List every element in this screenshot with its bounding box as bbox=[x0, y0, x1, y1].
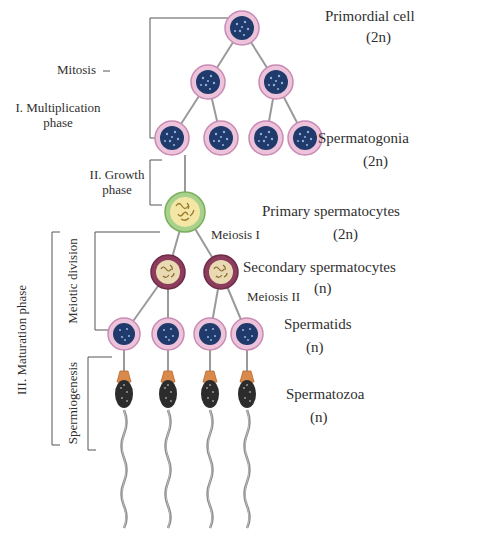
lineage-line bbox=[124, 350, 247, 372]
spermatogonium bbox=[204, 121, 238, 155]
spermatozoon bbox=[159, 371, 177, 528]
cell-name: Primary spermatocytes bbox=[262, 203, 400, 220]
mitotic-cell bbox=[191, 65, 225, 99]
phase-label: II. Growth phase bbox=[86, 168, 148, 198]
spermatozoon bbox=[115, 371, 133, 528]
spermatid bbox=[152, 318, 184, 350]
cell-name: Spermatogonia bbox=[318, 130, 409, 147]
secondary-spermatocyte bbox=[204, 255, 238, 289]
spermatozoon bbox=[201, 371, 219, 528]
cell-name: Secondary spermatocytes bbox=[243, 259, 396, 276]
secondary-spermatocyte bbox=[151, 255, 185, 289]
spermatogonium bbox=[155, 121, 189, 155]
spermatid bbox=[231, 318, 263, 350]
bracket bbox=[150, 160, 162, 205]
spermatogonium bbox=[288, 121, 322, 155]
bracket bbox=[88, 357, 112, 450]
ploidy-label: (n) bbox=[310, 409, 328, 426]
lineage-lines bbox=[124, 28, 305, 372]
bracket-tick bbox=[103, 71, 110, 72]
process-label: Mitosis bbox=[57, 63, 96, 78]
ploidy-label: (n) bbox=[314, 280, 332, 297]
cell-name: Spermatids bbox=[284, 316, 352, 333]
ploidy-label: (2n) bbox=[366, 29, 391, 46]
ploidy-label: (2n) bbox=[333, 226, 358, 243]
ploidy-label: (2n) bbox=[363, 153, 388, 170]
spermatid bbox=[194, 318, 226, 350]
lineage-line bbox=[184, 155, 186, 192]
phase-label: I. Multiplication phase bbox=[8, 101, 108, 131]
primordial-cell bbox=[225, 11, 259, 45]
primary-spermatocyte bbox=[165, 192, 205, 232]
phase-label: Meiotic division bbox=[66, 238, 81, 324]
process-label: Meiosis II bbox=[247, 290, 300, 305]
phase-label: III. Maturation phase bbox=[15, 285, 30, 395]
bracket bbox=[52, 232, 60, 445]
spermatogonium bbox=[249, 121, 283, 155]
mitotic-cell bbox=[259, 65, 293, 99]
phase-brackets bbox=[52, 18, 228, 450]
process-label: Meiosis I bbox=[211, 228, 260, 243]
ploidy-label: (n) bbox=[306, 339, 324, 356]
spermatozoon bbox=[238, 371, 256, 528]
spermatid bbox=[108, 318, 140, 350]
cell-name: Spermatozoa bbox=[286, 386, 364, 403]
phase-label: Spermiogenesis bbox=[66, 362, 81, 444]
bracket bbox=[150, 18, 228, 138]
cell-name: Primordial cell bbox=[325, 8, 415, 25]
bracket bbox=[95, 232, 160, 330]
